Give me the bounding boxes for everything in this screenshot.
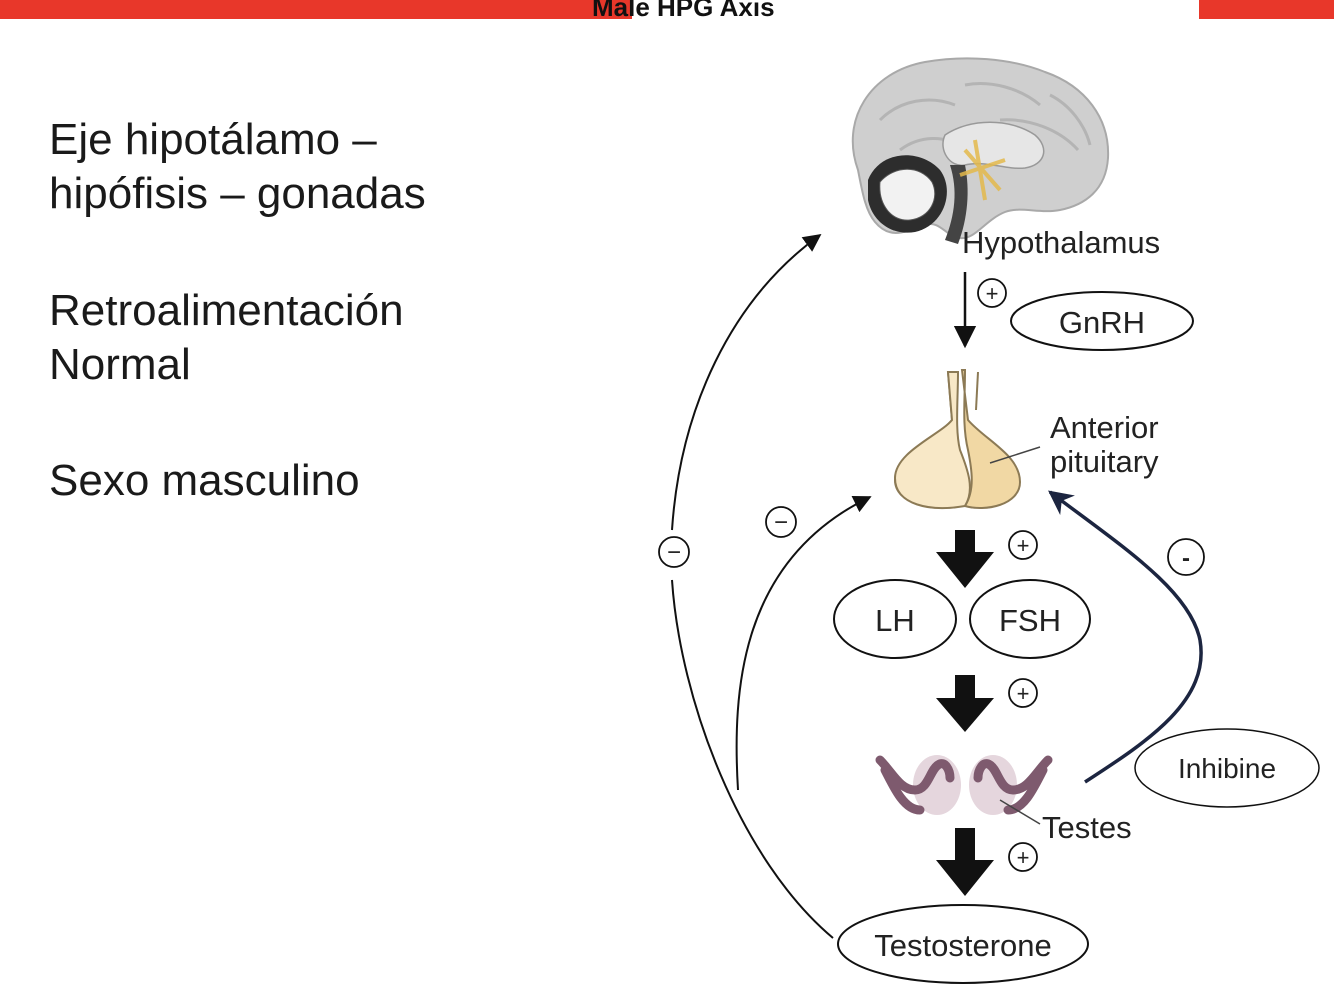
- inhibine-feedback-arrow: [1048, 490, 1203, 784]
- gnrh-label: GnRH: [1059, 305, 1145, 340]
- fsh-label: FSH: [999, 603, 1061, 638]
- header-accent-bar-left: [0, 0, 632, 19]
- svg-text:−: −: [667, 539, 681, 566]
- brain-illustration: [851, 57, 1110, 244]
- axis-text-line-1: Eje hipotálamo –: [49, 115, 377, 164]
- inhibine-hormone: Inhibine: [1134, 728, 1320, 808]
- svg-text:+: +: [1017, 681, 1030, 706]
- fsh-hormone: FSH: [969, 579, 1091, 659]
- svg-text:+: +: [986, 281, 999, 306]
- inhibine-minus-sign: -: [1167, 538, 1205, 576]
- sex-text-line: Sexo masculino: [49, 456, 360, 505]
- testes-thick-arrow: [936, 675, 994, 732]
- feedback-text-line-1: Retroalimentación: [49, 286, 404, 335]
- feedback-text-block: Retroalimentación Normal: [49, 284, 404, 392]
- feedback-text-line-2: Normal: [49, 340, 191, 389]
- svg-text:-: -: [1182, 545, 1190, 572]
- sex-text-block: Sexo masculino: [49, 454, 360, 508]
- testosterone-hormone: Testosterone: [837, 904, 1089, 984]
- svg-text:+: +: [1017, 845, 1030, 870]
- lh-fsh-plus-sign: +: [1008, 530, 1038, 560]
- diagram-title: Male HPG Axis: [592, 0, 775, 22]
- anterior-pituitary-label-line-1: Anterior: [1050, 410, 1159, 445]
- hypothalamus-feedback-minus-sign: −: [658, 536, 690, 568]
- testosterone-hypothalamus-feedback-arrow: [671, 235, 833, 939]
- testosterone-pituitary-feedback-arrow: [735, 495, 872, 791]
- anterior-pituitary-illustration: [893, 369, 1041, 510]
- testosterone-thick-arrow: [936, 828, 994, 896]
- svg-text:−: −: [774, 509, 788, 536]
- anterior-pituitary-label-line-2: pituitary: [1050, 444, 1159, 479]
- pituitary-feedback-minus-sign: −: [765, 506, 797, 538]
- svg-text:+: +: [1017, 533, 1030, 558]
- testes-plus-sign: +: [1008, 678, 1038, 708]
- axis-text-block: Eje hipotálamo – hipófisis – gonadas: [49, 113, 426, 221]
- lh-label: LH: [875, 603, 915, 638]
- inhibine-label: Inhibine: [1178, 753, 1276, 784]
- header-accent-bar-right: [1199, 0, 1334, 19]
- lh-hormone: LH: [833, 579, 957, 659]
- testes-label: Testes: [1042, 810, 1132, 845]
- gnrh-hormone: GnRH: [1010, 291, 1194, 351]
- hypothalamus-label: Hypothalamus: [962, 225, 1160, 260]
- testosterone-label: Testosterone: [874, 928, 1052, 963]
- testes-illustration: [875, 755, 1053, 825]
- lh-fsh-thick-arrow: [936, 530, 994, 588]
- axis-text-line-2: hipófisis – gonadas: [49, 169, 426, 218]
- testosterone-plus-sign: +: [1008, 842, 1038, 872]
- gnrh-plus-sign: +: [977, 278, 1007, 308]
